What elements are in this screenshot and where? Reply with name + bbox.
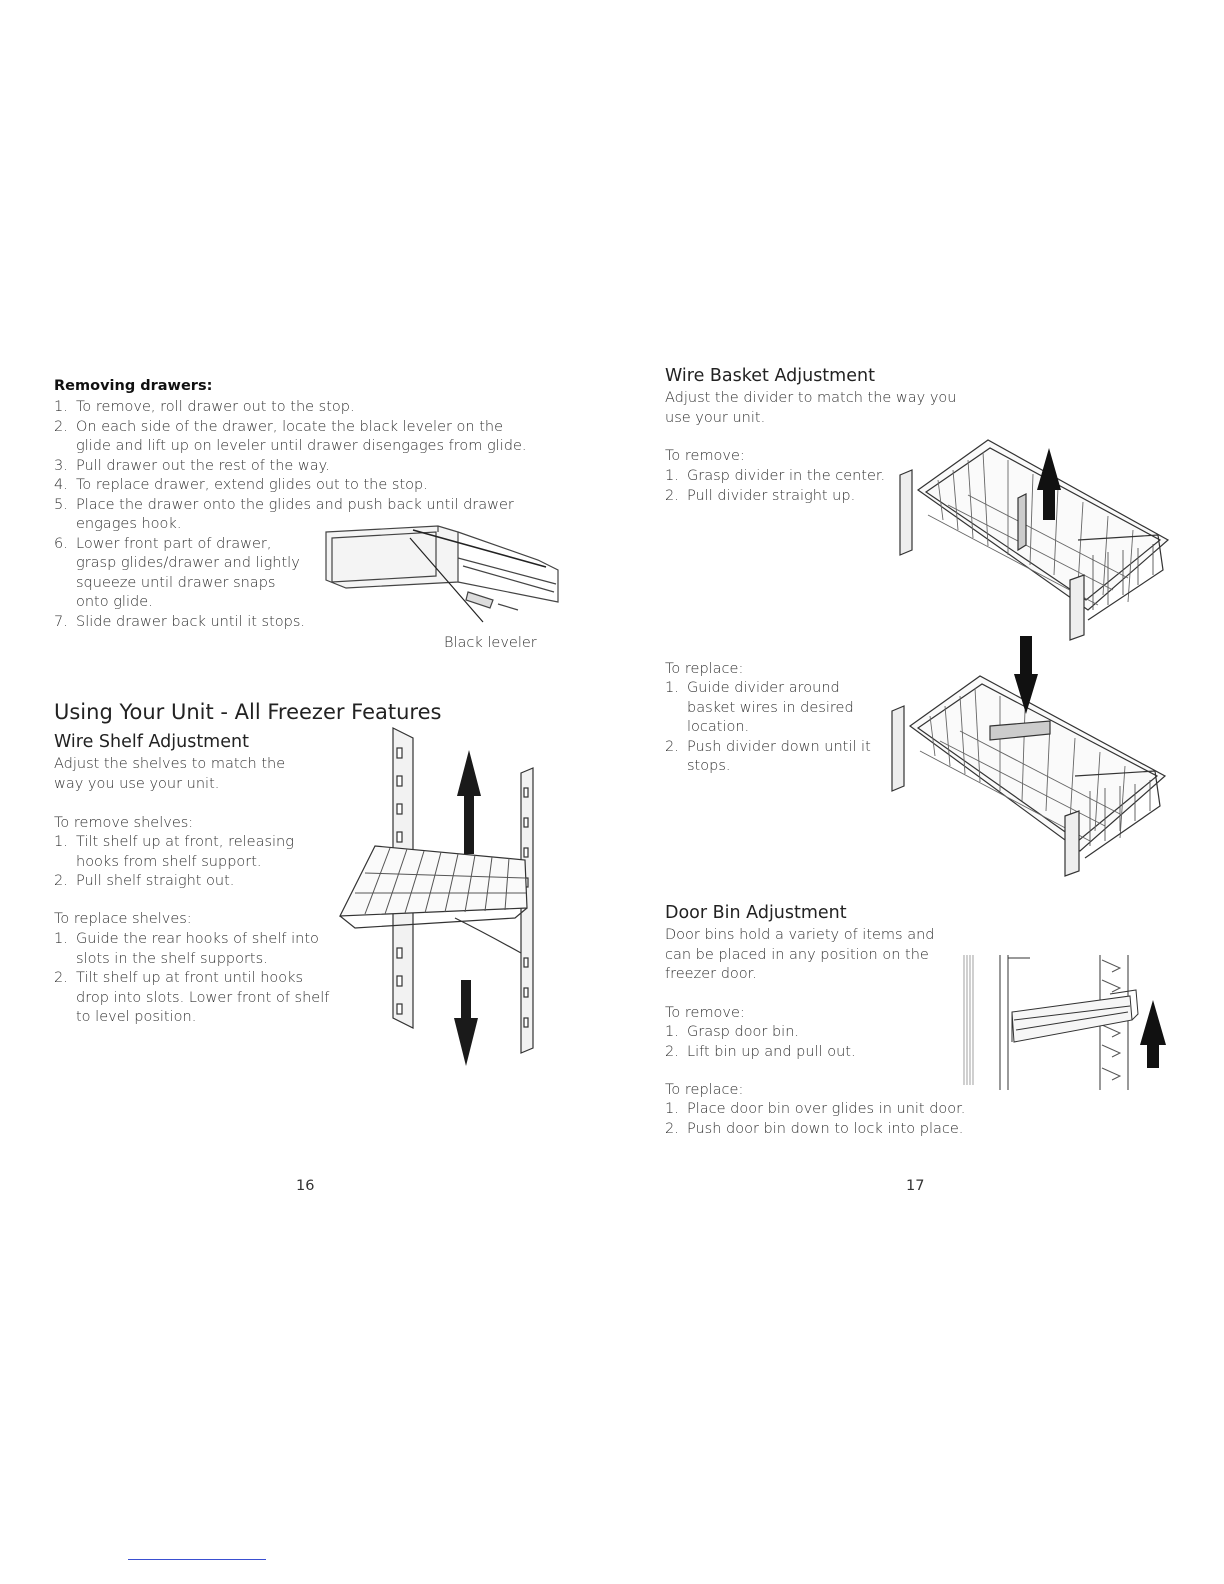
section-title: Using Your Unit - All Freezer Features bbox=[54, 700, 442, 724]
list-item: 2. On each side of the drawer, locate the… bbox=[54, 418, 534, 457]
arrow-up-icon bbox=[1140, 1000, 1166, 1068]
wire-basket-intro: Adjust the divider to match the way you … bbox=[665, 390, 957, 426]
step-text: Place door bin over glides in unit door. bbox=[687, 1101, 966, 1117]
list-item: 2. Pull divider straight up. bbox=[665, 487, 890, 507]
step-text: Grasp door bin. bbox=[687, 1024, 799, 1040]
step-number: 1. bbox=[665, 680, 679, 696]
arrow-up-icon bbox=[457, 750, 481, 854]
step-text: Slide drawer back until it stops. bbox=[76, 613, 305, 630]
step-text: Guide the rear hooks of shelf into slots… bbox=[76, 931, 319, 967]
drawer-illustration bbox=[325, 525, 559, 623]
list-item: 1. Grasp divider in the center. bbox=[665, 467, 890, 487]
step-text: Grasp divider in the center. bbox=[687, 468, 886, 484]
remove-shelves-steps: 1. Tilt shelf up at front, releasing hook… bbox=[54, 833, 309, 892]
basket-replace-illustration bbox=[891, 636, 1167, 877]
remove-shelves-label: To remove shelves: bbox=[54, 815, 194, 831]
arrow-down-icon bbox=[454, 980, 478, 1066]
door-bin-intro: Door bins hold a variety of items and ca… bbox=[665, 927, 935, 982]
step-number: 2. bbox=[665, 738, 679, 755]
step-number: 2. bbox=[54, 418, 68, 435]
basket-remove-illustration bbox=[899, 439, 1170, 641]
step-number: 2. bbox=[665, 1043, 679, 1060]
step-text: Pull drawer out the rest of the way. bbox=[76, 457, 330, 474]
shelf-illustration bbox=[339, 727, 534, 1066]
step-text: Push divider down until it stops. bbox=[687, 738, 871, 775]
door-bin-replace-label: To replace: bbox=[665, 1082, 744, 1098]
list-item: 4. To replace drawer, extend glides out t… bbox=[54, 476, 534, 496]
wire-shelf-intro: Adjust the shelves to match the way you … bbox=[54, 756, 286, 792]
list-item: 5. Place the drawer onto the glides and p… bbox=[54, 496, 534, 535]
list-item: 1. Guide the rear hooks of shelf into slo… bbox=[54, 930, 334, 969]
step-number: 1. bbox=[54, 399, 68, 415]
step-number: 1. bbox=[665, 1101, 679, 1117]
basket-replace-label: To replace: bbox=[665, 661, 744, 677]
list-item: 1. Guide divider around basket wires in d… bbox=[665, 679, 880, 738]
replace-shelves-label: To replace shelves: bbox=[54, 911, 192, 927]
basket-replace-steps: 1. Guide divider around basket wires in d… bbox=[665, 679, 880, 777]
step-number: 7. bbox=[54, 613, 68, 630]
door-bin-heading: Door Bin Adjustment bbox=[665, 903, 847, 923]
step-text: On each side of the drawer, locate the b… bbox=[76, 418, 527, 455]
step-number: 6. bbox=[54, 535, 68, 552]
step-text: Lift bin up and pull out. bbox=[687, 1043, 856, 1060]
step-text: To replace drawer, extend glides out to … bbox=[76, 477, 428, 493]
list-item: 2. Push divider down until it stops. bbox=[665, 738, 880, 777]
wire-basket-heading: Wire Basket Adjustment bbox=[665, 366, 875, 386]
door-bin-remove-label: To remove: bbox=[665, 1005, 745, 1021]
door-bin-remove-steps: 1. Grasp door bin. 2. Lift bin up and pull… bbox=[665, 1023, 925, 1062]
footer-link-underline bbox=[128, 1559, 266, 1560]
step-number: 1. bbox=[54, 834, 68, 850]
wire-shelf-heading: Wire Shelf Adjustment bbox=[54, 732, 249, 752]
list-item: 1. Grasp door bin. bbox=[665, 1023, 925, 1043]
list-item: 1. To remove, roll drawer out to the stop… bbox=[54, 398, 534, 418]
replace-shelves-steps: 1. Guide the rear hooks of shelf into slo… bbox=[54, 930, 334, 1028]
arrow-down-icon bbox=[1014, 636, 1038, 714]
step-number: 2. bbox=[665, 487, 679, 504]
step-number: 4. bbox=[54, 477, 68, 493]
step-text: Lower front part of drawer, grasp glides… bbox=[76, 535, 300, 611]
step-number: 1. bbox=[54, 931, 68, 947]
door-bin-illustration bbox=[963, 955, 1166, 1090]
step-text: Guide divider around basket wires in des… bbox=[687, 680, 854, 735]
list-item: 1. Tilt shelf up at front, releasing hook… bbox=[54, 833, 309, 872]
step-text: Place the drawer onto the glides and pus… bbox=[76, 496, 514, 533]
list-item: 3. Pull drawer out the rest of the way. bbox=[54, 457, 534, 477]
black-leveler-callout: Black leveler bbox=[444, 635, 537, 651]
list-item: 2. Tilt shelf up at front until hooks dro… bbox=[54, 969, 334, 1028]
arrow-up-icon bbox=[1037, 448, 1061, 520]
basket-remove-label: To remove: bbox=[665, 448, 745, 464]
step-number: 3. bbox=[54, 457, 68, 474]
step-text: Tilt shelf up at front until hooks drop … bbox=[76, 970, 330, 1025]
step-number: 1. bbox=[665, 1024, 679, 1040]
list-item: 1. Place door bin over glides in unit doo… bbox=[665, 1100, 985, 1120]
removing-drawers-steps: 1. To remove, roll drawer out to the stop… bbox=[54, 398, 534, 632]
step-number: 5. bbox=[54, 496, 68, 513]
page-number: 17 bbox=[906, 1178, 925, 1194]
list-item: 6. Lower front part of drawer, grasp glid… bbox=[54, 535, 311, 613]
step-number: 2. bbox=[54, 873, 68, 889]
step-text: Pull divider straight up. bbox=[687, 487, 856, 504]
step-text: To remove, roll drawer out to the stop. bbox=[76, 399, 355, 415]
list-item: 7. Slide drawer back until it stops. bbox=[54, 613, 534, 633]
page-number: 16 bbox=[296, 1178, 315, 1194]
list-item: 2. Pull shelf straight out. bbox=[54, 872, 309, 892]
step-text: Pull shelf straight out. bbox=[76, 873, 235, 889]
step-text: Tilt shelf up at front, releasing hooks … bbox=[76, 834, 294, 870]
step-number: 2. bbox=[665, 1120, 679, 1137]
basket-remove-steps: 1. Grasp divider in the center. 2. Pull di… bbox=[665, 467, 890, 506]
step-number: 1. bbox=[665, 468, 679, 484]
list-item: 2. Lift bin up and pull out. bbox=[665, 1043, 925, 1063]
step-number: 2. bbox=[54, 970, 68, 986]
removing-drawers-heading: Removing drawers: bbox=[54, 378, 213, 394]
door-bin-replace-steps: 1. Place door bin over glides in unit doo… bbox=[665, 1100, 985, 1139]
list-item: 2. Push door bin down to lock into place. bbox=[665, 1120, 985, 1140]
step-text: Push door bin down to lock into place. bbox=[687, 1120, 964, 1137]
